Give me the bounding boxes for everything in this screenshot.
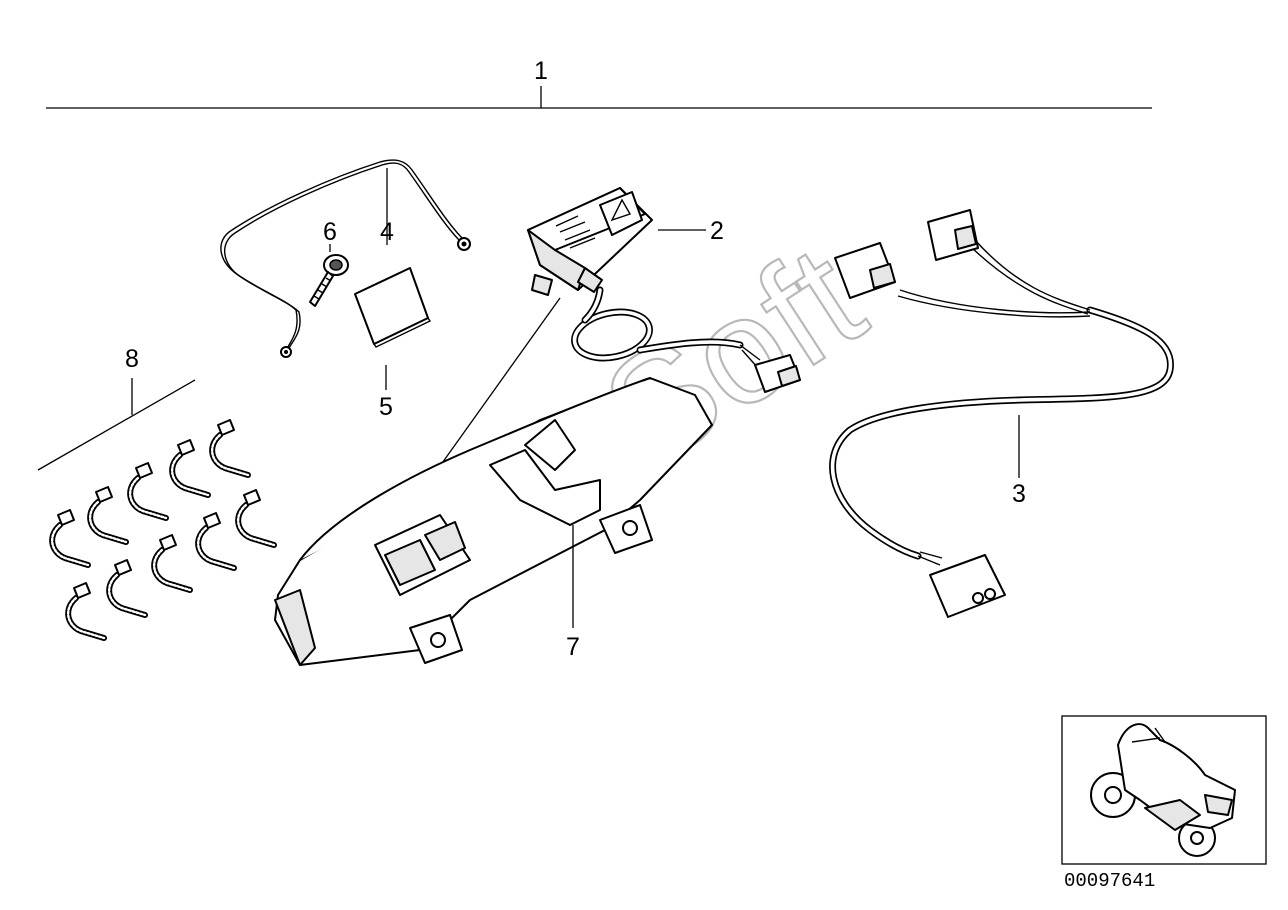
cable-clip (195, 512, 237, 571)
cable-clip (65, 582, 107, 641)
callout-8: 8 (125, 345, 139, 373)
cable-clip (49, 509, 91, 568)
callout-7: 7 (566, 633, 580, 661)
cable-clips-part (49, 419, 277, 641)
cable-clip (87, 486, 129, 545)
cable-clip (209, 419, 251, 478)
hazard-switch-part (527, 187, 801, 393)
vehicle-thumbnail (1061, 715, 1267, 865)
switch-housing-part (274, 377, 713, 666)
callout-5: 5 (379, 393, 393, 421)
cable-clip (106, 559, 148, 618)
callout-4: 4 (380, 218, 394, 246)
clips-bracket (37, 379, 196, 471)
cable-clip (127, 462, 169, 521)
callout-3: 3 (1012, 480, 1026, 508)
diagram-code: 00097641 (1064, 870, 1155, 892)
ground-wire-part (220, 159, 471, 358)
assembly-bracket-1 (46, 86, 1152, 109)
callout-6: 6 (323, 218, 337, 246)
callout-1: 1 (534, 57, 548, 85)
wiring-harness-part (829, 209, 1174, 618)
cable-clip (235, 489, 277, 548)
motorcycle-icon (1090, 723, 1236, 857)
callout-2: 2 (710, 217, 724, 245)
screw-part (309, 254, 349, 307)
cable-clip (151, 534, 193, 593)
adhesive-pad-part (354, 267, 432, 348)
cable-clip (169, 439, 211, 498)
